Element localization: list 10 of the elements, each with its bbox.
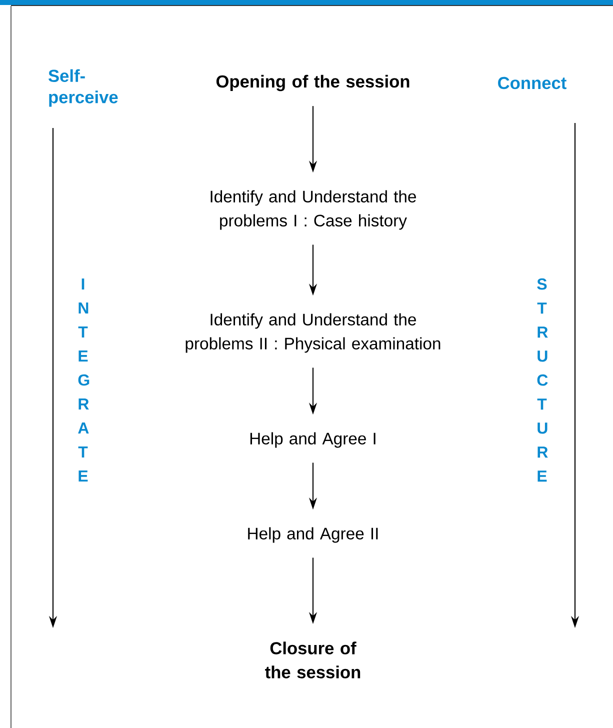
- vertical-word: S T R U C T U R E: [537, 278, 548, 482]
- step-text: Opening of the session: [216, 74, 410, 92]
- step-text: Help and Agree II: [248, 527, 378, 543]
- step-text: Closure of the session: [265, 642, 360, 678]
- step-text: Identify and Understand the problems II : Physical examination: [186, 313, 440, 353]
- vertical-word: I N T E G R A T E: [78, 278, 90, 482]
- heading-text: Connect: [498, 76, 566, 90]
- step-text: Help and Agree I: [250, 432, 376, 448]
- heading-text: Self-perceive: [48, 69, 118, 107]
- step-text: Identify and Understand the problems I : Case history: [210, 190, 416, 230]
